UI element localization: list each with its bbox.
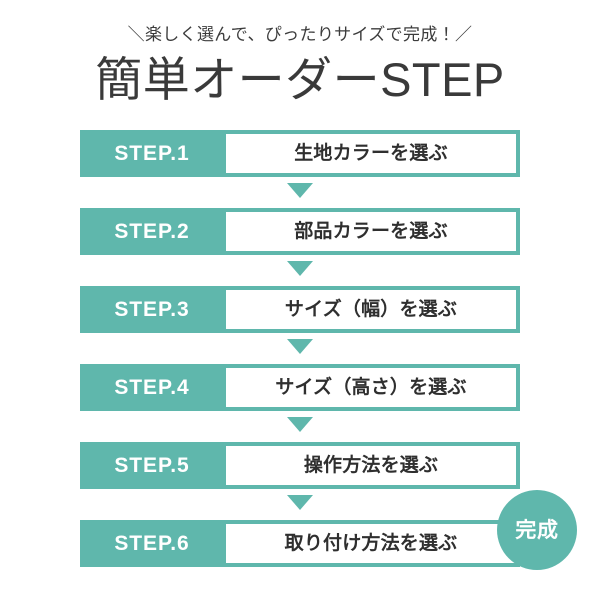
step-description: 取り付け方法を選ぶ xyxy=(284,533,458,554)
step-description: サイズ（高さ）を選ぶ xyxy=(275,377,467,398)
step-row[interactable]: STEP.6 取り付け方法を選ぶ xyxy=(80,520,520,567)
arrow-down-icon xyxy=(287,417,313,432)
step-number-label: STEP.5 xyxy=(114,454,190,477)
step-body: 操作方法を選ぶ xyxy=(226,446,516,485)
step-row[interactable]: STEP.4 サイズ（高さ）を選ぶ xyxy=(80,364,520,411)
step-description: 操作方法を選ぶ xyxy=(303,455,439,476)
step-body: 生地カラーを選ぶ xyxy=(226,134,516,173)
step-body: 部品カラーを選ぶ xyxy=(226,212,516,251)
arrow-down-icon xyxy=(287,261,313,276)
arrow-down-icon xyxy=(287,495,313,510)
step-number-label: STEP.3 xyxy=(114,298,190,321)
step-number-label: STEP.6 xyxy=(114,532,190,555)
step-number-label: STEP.2 xyxy=(114,220,190,243)
step-number-label: STEP.1 xyxy=(114,142,190,165)
completion-badge: 完成 xyxy=(497,490,577,570)
step-description: サイズ（幅）を選ぶ xyxy=(284,299,458,320)
arrow-down-icon xyxy=(287,339,313,354)
step-row[interactable]: STEP.2 部品カラーを選ぶ xyxy=(80,208,520,255)
step-connector xyxy=(80,177,520,208)
step-description: 生地カラーを選ぶ xyxy=(294,143,448,164)
step-list: STEP.1 生地カラーを選ぶ STEP.2 部品カラーを選ぶ STEP.3 サ… xyxy=(80,130,520,567)
step-row[interactable]: STEP.3 サイズ（幅）を選ぶ xyxy=(80,286,520,333)
step-body: サイズ（幅）を選ぶ xyxy=(226,290,516,329)
step-connector xyxy=(80,255,520,286)
step-body: サイズ（高さ）を選ぶ xyxy=(226,368,516,407)
step-number-label: STEP.4 xyxy=(114,376,190,399)
completion-badge-label: 完成 xyxy=(515,518,559,542)
page-title: 簡単オーダーSTEP xyxy=(95,52,505,106)
step-connector xyxy=(80,333,520,364)
step-body: 取り付け方法を選ぶ xyxy=(226,524,516,563)
step-connector xyxy=(80,411,520,442)
step-row[interactable]: STEP.5 操作方法を選ぶ xyxy=(80,442,520,489)
step-connector xyxy=(80,489,520,520)
arrow-down-icon xyxy=(287,183,313,198)
step-description: 部品カラーを選ぶ xyxy=(294,221,448,242)
subtitle: ＼楽しく選んで、ぴったりサイズで完成！／ xyxy=(127,25,473,44)
header: ＼楽しく選んで、ぴったりサイズで完成！／ 簡単オーダーSTEP xyxy=(0,0,600,106)
step-row[interactable]: STEP.1 生地カラーを選ぶ xyxy=(80,130,520,177)
